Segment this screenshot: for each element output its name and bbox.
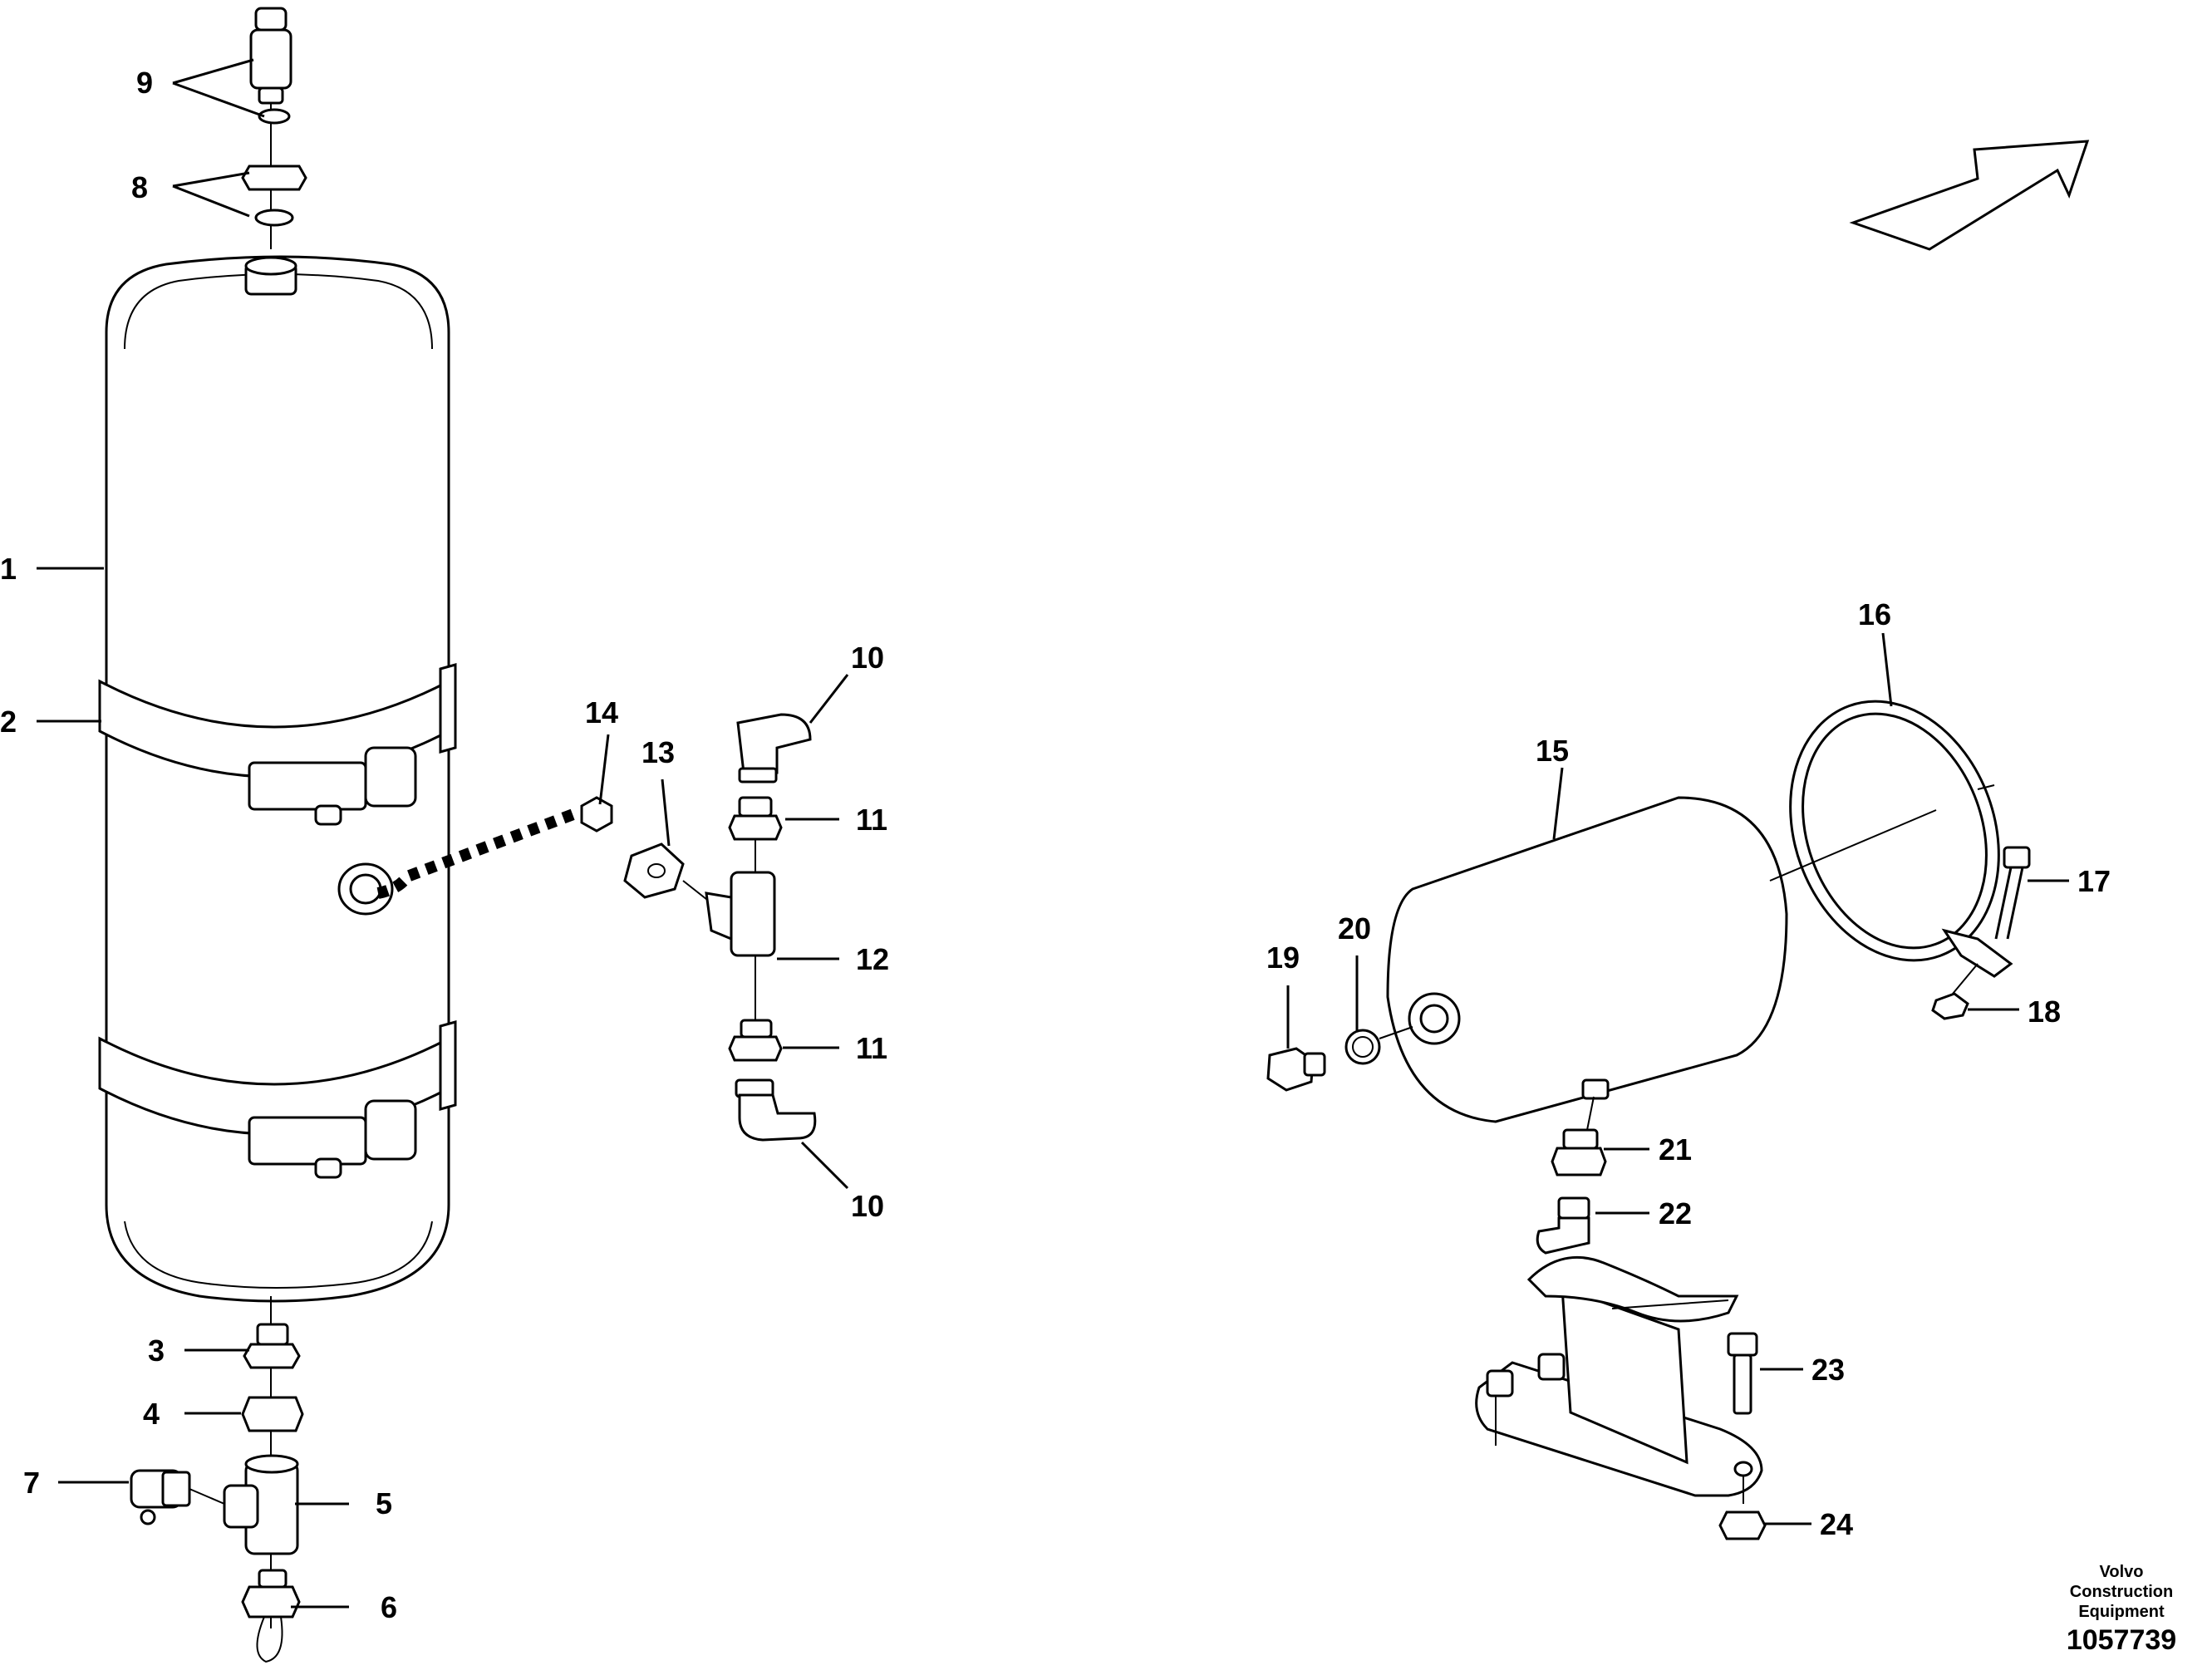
direction-arrow-icon	[1849, 140, 2090, 251]
label-3: 3	[148, 1334, 165, 1368]
label-14: 14	[585, 695, 618, 729]
clamp-bolt	[1931, 846, 2031, 1020]
label-18: 18	[2028, 995, 2061, 1029]
tank-side-port	[337, 808, 576, 916]
label-8: 8	[131, 170, 148, 204]
label-2: 2	[0, 705, 17, 739]
label-20: 20	[1338, 911, 1371, 946]
drawing-number: 1057739	[2066, 1624, 2177, 1656]
label-16: 16	[1858, 597, 1891, 631]
label-6: 6	[381, 1590, 397, 1624]
mounting-bracket	[1475, 1255, 1767, 1540]
bottom-fittings	[130, 1296, 304, 1663]
label-13: 13	[641, 735, 675, 769]
label-1: 1	[0, 552, 17, 586]
label-17: 17	[2077, 864, 2111, 898]
brand-name: Volvo Construction Equipment	[2069, 1563, 2174, 1621]
label-19: 19	[1266, 941, 1300, 975]
label-7: 7	[23, 1466, 40, 1500]
part-labels: 1 2 3 4 5 6 7 8 9 10 11 12 11 10 13 14 1…	[0, 66, 2111, 1624]
label-11-top: 11	[856, 803, 887, 837]
top-fittings	[241, 7, 307, 249]
horizontal-air-tank	[1386, 796, 1788, 1123]
drawing-credit: Volvo Construction Equipment 1057739	[2051, 1562, 2192, 1658]
bottom-nipple-elbow	[1536, 1096, 1607, 1255]
label-9: 9	[136, 66, 153, 100]
label-15: 15	[1536, 734, 1569, 768]
label-4: 4	[143, 1397, 160, 1431]
tank-clamp-ring	[1769, 700, 2013, 978]
pipe-fittings	[580, 713, 817, 1142]
label-24: 24	[1820, 1507, 1853, 1541]
label-5: 5	[376, 1486, 392, 1520]
tank-strap-lower	[98, 1020, 457, 1179]
label-23: 23	[1811, 1353, 1845, 1387]
label-11-bottom: 11	[856, 1031, 887, 1065]
tank-strap-upper	[98, 663, 457, 826]
label-12: 12	[856, 942, 889, 976]
leader-lines	[37, 58, 2069, 1609]
label-10-top: 10	[851, 641, 884, 675]
drain-plug	[1266, 1026, 1413, 1092]
label-21: 21	[1659, 1132, 1692, 1167]
label-22: 22	[1659, 1196, 1692, 1230]
label-10-bottom: 10	[851, 1189, 884, 1223]
